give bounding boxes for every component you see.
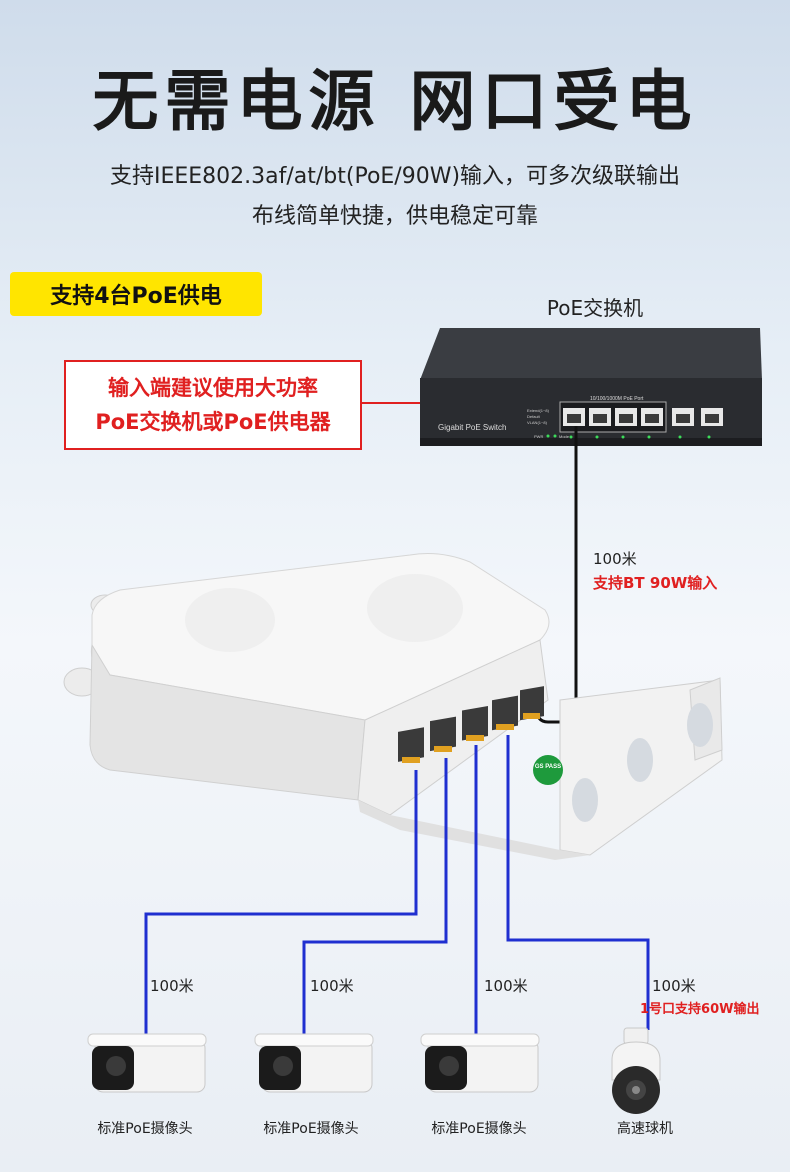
dome-distance: 100米 xyxy=(652,977,696,995)
switch-indicator-2: Default xyxy=(527,414,541,419)
cable-camera-2 xyxy=(302,758,448,1040)
cable-dome xyxy=(506,735,650,1030)
switch-port-header: 10/100/1000M PoE Port xyxy=(590,396,644,402)
subtitle-line-2: 布线简单快捷，供电稳定可靠 xyxy=(251,204,538,229)
camera-3-label: 标准PoE摄像头 xyxy=(431,1121,527,1137)
switch-mode-label: Mode xyxy=(559,434,570,439)
note-line-1: 输入端建议使用大功率 xyxy=(108,376,318,400)
note-line-2: PoE交换机或PoE供电器 xyxy=(95,410,331,434)
switch-indicator-3: VLAN(1~8) xyxy=(527,420,548,425)
switch-label: PoE交换机 xyxy=(546,296,644,320)
switch-brand-text: Gigabit PoE Switch xyxy=(438,423,506,432)
camera-1-label: 标准PoE摄像头 xyxy=(97,1121,193,1137)
switch-power-label: PWR xyxy=(534,434,543,439)
cable-camera-1 xyxy=(144,770,418,1040)
bullet-camera-2 xyxy=(254,1033,374,1093)
camera-2-label: 标准PoE摄像头 xyxy=(263,1121,359,1137)
camera-cables xyxy=(144,735,650,1040)
uplink-input-note: 支持BT 90W输入 xyxy=(593,574,718,592)
dome-port-note: 1号口支持60W输出 xyxy=(640,1002,760,1017)
dome-camera xyxy=(611,1027,661,1114)
subtitle-line-1: 支持IEEE802.3af/at/bt(PoE/90W)输入，可多次级联输出 xyxy=(109,164,681,189)
camera-3-distance: 100米 xyxy=(484,977,528,995)
poe-extender xyxy=(63,553,723,860)
dome-camera-label: 高速球机 xyxy=(617,1121,673,1137)
poe-switch xyxy=(420,328,762,446)
uplink-distance: 100米 xyxy=(593,550,637,568)
input-recommendation-note: 输入端建议使用大功率 PoE交换机或PoE供电器 xyxy=(64,360,362,450)
headline: 无需电源 网口受电 xyxy=(92,63,698,140)
camera-1-distance: 100米 xyxy=(150,977,194,995)
switch-indicator-1: Extend(1~8) xyxy=(527,408,550,413)
gs-pass-sticker-text: GS PASS xyxy=(535,764,561,770)
feature-badge: 支持4台PoE供电 xyxy=(10,272,262,316)
bullet-camera-1 xyxy=(87,1033,207,1093)
bullet-camera-3 xyxy=(420,1033,540,1093)
camera-2-distance: 100米 xyxy=(310,977,354,995)
extender-ports xyxy=(398,686,544,762)
